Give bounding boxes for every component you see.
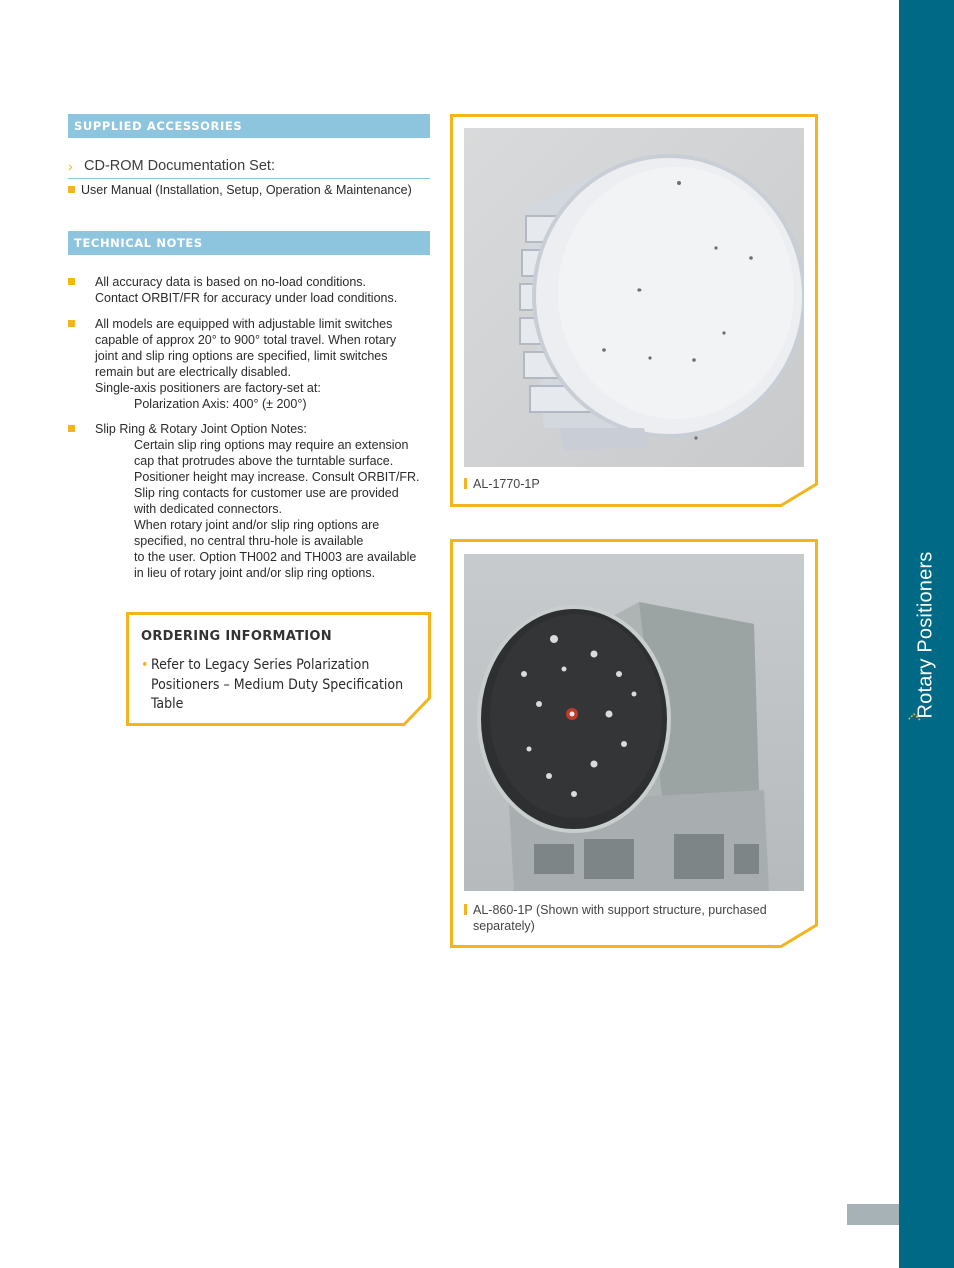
note-line-indented: Positioner height may increase. Consult … xyxy=(134,470,420,484)
note-line: Slip Ring & Rotary Joint Option Notes: xyxy=(95,422,307,436)
note-line: Single-axis positioners are factory-set … xyxy=(95,381,321,395)
note-line: capable of approx 20° to 900° total trav… xyxy=(95,333,397,347)
box-frame xyxy=(126,612,431,726)
note-line-indented: in lieu of rotary joint and/or slip ring… xyxy=(134,566,376,580)
caption-marker-icon xyxy=(464,904,467,915)
note-line-indented: cap that protrudes above the turntable s… xyxy=(134,454,394,468)
bullet-dot-icon: • xyxy=(141,657,149,673)
note-line: All accuracy data is based on no-load co… xyxy=(95,275,366,289)
note-line-indented: Certain slip ring options may require an… xyxy=(134,438,409,452)
ordering-text-block: • Refer to Legacy Series Polarization Po… xyxy=(141,656,421,715)
frame-border xyxy=(450,114,818,507)
product-caption-2: AL-860-1P (Shown with support structure,… xyxy=(464,902,784,934)
chevron-icon xyxy=(907,713,921,721)
note-line-indented: specified, no central thru-hole is avail… xyxy=(134,534,364,548)
square-bullet-icon xyxy=(68,278,75,285)
caption-text: AL-1770-1P xyxy=(473,477,540,491)
list-item: User Manual (Installation, Setup, Operat… xyxy=(68,183,412,197)
note-line: joint and slip ring options are specifie… xyxy=(95,349,388,363)
technical-notes-header: TECHNICAL NOTES xyxy=(68,231,430,255)
note-line-indented: Polarization Axis: 400° (± 200°) xyxy=(134,397,307,411)
note-line: Contact ORBIT/FR for accuracy under load… xyxy=(95,291,398,305)
caption-text: AL-860-1P (Shown with support structure,… xyxy=(473,903,767,933)
product-photo-al-1770-1p xyxy=(464,128,806,467)
supplied-accessories-header: SUPPLIED ACCESSORIES xyxy=(68,114,430,138)
positioner-illustration xyxy=(519,154,806,450)
square-bullet-icon xyxy=(68,186,75,193)
ordering-title: ORDERING INFORMATION xyxy=(141,629,332,644)
note-line: All models are equipped with adjustable … xyxy=(95,317,393,331)
list-item-text: User Manual (Installation, Setup, Operat… xyxy=(81,183,412,197)
note-line-indented: with dedicated connectors. xyxy=(134,502,283,516)
page-number-tab xyxy=(847,1204,899,1225)
frame-border xyxy=(450,539,818,948)
product-photo-al-860-1p xyxy=(464,554,804,891)
product-caption-1: AL-1770-1P xyxy=(464,476,784,492)
note-line: remain but are electrically disabled. xyxy=(95,365,291,379)
technical-note-2: All models are equipped with adjustable … xyxy=(95,316,396,412)
ordering-information-box: ORDERING INFORMATION • Refer to Legacy S… xyxy=(126,612,431,726)
note-line-indented: to the user. Option TH002 and TH003 are … xyxy=(134,550,417,564)
chevron-right-icon: › xyxy=(68,158,73,174)
square-bullet-icon xyxy=(68,320,75,327)
cd-rom-row: › CD-ROM Documentation Set: xyxy=(68,156,430,179)
sidebar-band: Rotary Positioners xyxy=(899,0,954,1268)
technical-note-1: All accuracy data is based on no-load co… xyxy=(95,274,397,306)
positioner-illustration xyxy=(477,602,769,891)
section-title-vertical: Rotary Positioners xyxy=(911,540,941,730)
cd-rom-title: CD-ROM Documentation Set: xyxy=(84,158,275,174)
technical-note-3: Slip Ring & Rotary Joint Option Notes: C… xyxy=(95,421,420,581)
square-bullet-icon xyxy=(68,425,75,432)
product-frame-2: AL-860-1P (Shown with support structure,… xyxy=(450,539,818,948)
caption-marker-icon xyxy=(464,478,467,489)
ordering-text: Refer to Legacy Series Polarization Posi… xyxy=(151,657,404,712)
section-title-text: Rotary Positioners xyxy=(914,551,937,719)
product-frame-1: AL-1770-1P xyxy=(450,114,818,507)
note-line-indented: Slip ring contacts for customer use are … xyxy=(134,486,399,500)
note-line-indented: When rotary joint and/or slip ring optio… xyxy=(134,518,380,532)
